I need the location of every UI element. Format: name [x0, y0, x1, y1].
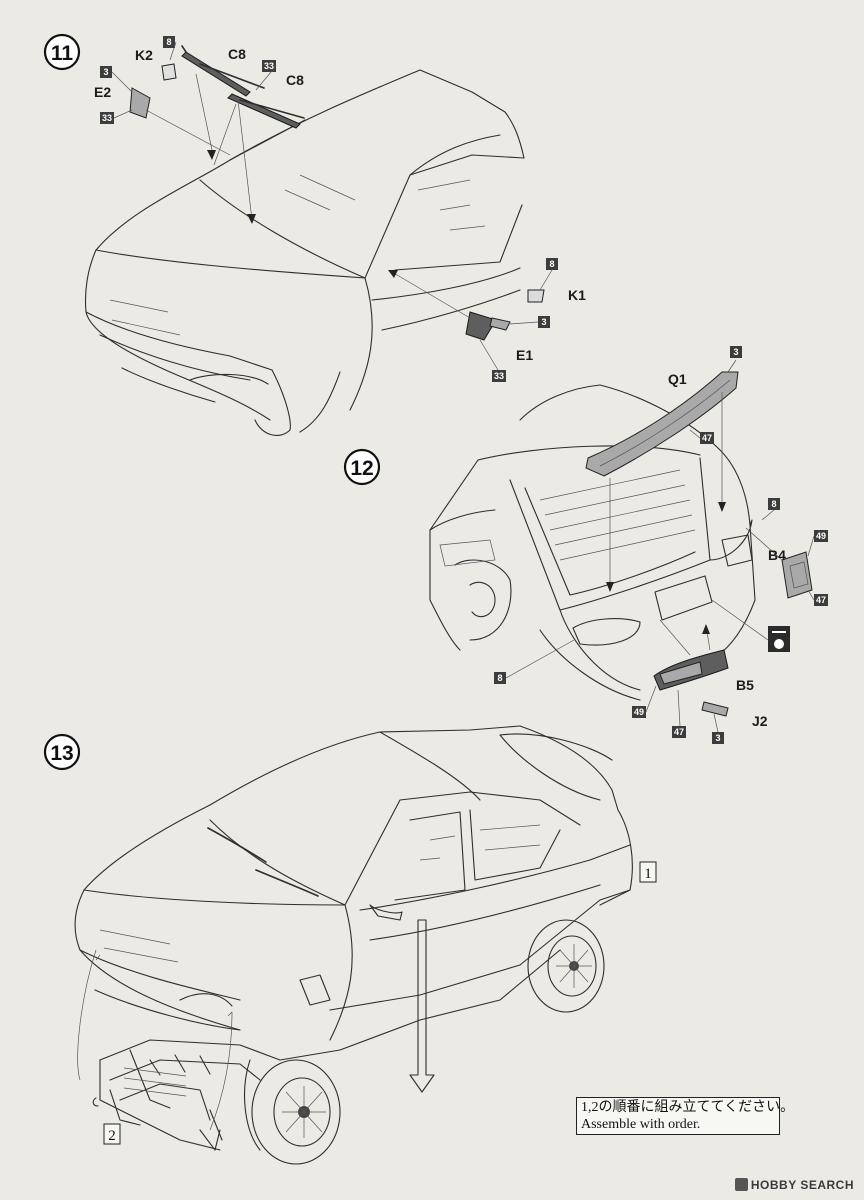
- svg-text:8: 8: [549, 259, 554, 269]
- paint-code-e1-bottom: 33: [492, 370, 506, 382]
- step-11-badge: [43, 33, 81, 71]
- step-13-car-body: [74, 725, 633, 1041]
- paint-code-c8-a: 33: [262, 60, 276, 72]
- step-11-number: 11: [51, 42, 74, 65]
- paint-code-k1: 8: [546, 258, 558, 270]
- step-11: 11: [43, 33, 586, 436]
- label-c8-b: C8: [286, 72, 304, 88]
- label-k1: K1: [568, 287, 586, 303]
- svg-text:47: 47: [702, 433, 712, 443]
- paint-code-e1-right: 3: [538, 316, 550, 328]
- part-b4-lens: [781, 551, 813, 599]
- step-11-car-body: [84, 69, 525, 436]
- step-12-car-rear: [429, 384, 756, 701]
- part-q1-spoiler: [585, 371, 739, 477]
- svg-text:33: 33: [494, 371, 504, 381]
- svg-text:3: 3: [715, 733, 720, 743]
- label-e2: E2: [94, 84, 111, 100]
- paint-code-rear-left: 8: [494, 672, 506, 684]
- svg-text:1: 1: [644, 866, 652, 882]
- label-j2: J2: [752, 713, 768, 729]
- wiper-c8-upper: [181, 51, 251, 97]
- wiper-right-installed: [255, 869, 319, 897]
- svg-text:8: 8: [771, 499, 776, 509]
- step-13: 13: [43, 725, 657, 1165]
- svg-text:3: 3: [103, 67, 108, 77]
- svg-text:8: 8: [166, 37, 171, 47]
- step-13-number: 13: [50, 742, 73, 765]
- assembly-note-jp: 1,2の順番に組み立ててください。: [581, 1100, 795, 1115]
- step-11-wipers: [181, 45, 305, 224]
- paint-code-k2-top: 8: [163, 36, 175, 48]
- part-e1: [465, 311, 497, 341]
- paint-code-b4-right-bottom: 47: [814, 594, 828, 606]
- paint-code-b4-right-top: 49: [814, 530, 828, 542]
- svg-text:49: 49: [816, 531, 826, 541]
- svg-text:33: 33: [264, 61, 274, 71]
- watermark: HOBBY SEARCH: [734, 1178, 854, 1192]
- subassembly-tag-body: 1: [639, 861, 657, 883]
- step-12-badge: [343, 448, 381, 486]
- front-wheel: [244, 1059, 341, 1165]
- paint-code-b5-bottom: 47: [672, 726, 686, 738]
- part-j2: [701, 701, 729, 717]
- assembly-note-en: Assemble with order.: [581, 1117, 701, 1132]
- paint-code-e2-top: 3: [100, 66, 112, 78]
- svg-text:3: 3: [541, 317, 546, 327]
- svg-text:33: 33: [102, 113, 112, 123]
- drill-hole-icon: [711, 599, 790, 652]
- step-13-badge: [43, 733, 81, 771]
- step-13-chassis: [92, 889, 631, 1151]
- svg-text:3: 3: [733, 347, 738, 357]
- label-b4: B4: [768, 547, 786, 563]
- wiper-left-installed: [207, 827, 267, 863]
- paint-code-b5-left: 49: [632, 706, 646, 718]
- label-e1: E1: [516, 347, 533, 363]
- svg-text:8: 8: [497, 673, 502, 683]
- wiper-c8-lower: [227, 93, 301, 129]
- step-11-mirror: [388, 270, 545, 341]
- paint-code-b4-top: 8: [768, 498, 780, 510]
- step-12-number: 12: [350, 457, 373, 480]
- label-q1: Q1: [668, 371, 687, 387]
- paint-code-e2-bottom: 33: [100, 112, 114, 124]
- part-e2: [129, 87, 151, 119]
- svg-text:49: 49: [634, 707, 644, 717]
- label-b5: B5: [736, 677, 754, 693]
- svg-text:2: 2: [108, 1128, 116, 1144]
- part-k1: [527, 289, 545, 303]
- watermark-text: HOBBY SEARCH: [750, 1178, 854, 1192]
- svg-text:47: 47: [674, 727, 684, 737]
- svg-text:47: 47: [816, 595, 826, 605]
- assembly-arrow: [409, 919, 435, 1093]
- rear-wheel: [527, 919, 605, 1013]
- assembly-note: 1,2の順番に組み立ててください。 Assemble with order.: [576, 1097, 795, 1135]
- label-k2: K2: [135, 47, 153, 63]
- label-c8-a: C8: [228, 46, 246, 62]
- paint-code-j2: 3: [712, 732, 724, 744]
- paint-code-q1-top: 3: [730, 346, 742, 358]
- step-12: 12: [343, 346, 828, 744]
- paint-code-q1-right: 47: [700, 432, 714, 444]
- watermark-logo-icon: [734, 1178, 748, 1191]
- part-k2: [161, 63, 177, 81]
- subassembly-tag-chassis: 2: [103, 1123, 121, 1145]
- step-11-antenna-parts: [129, 63, 231, 156]
